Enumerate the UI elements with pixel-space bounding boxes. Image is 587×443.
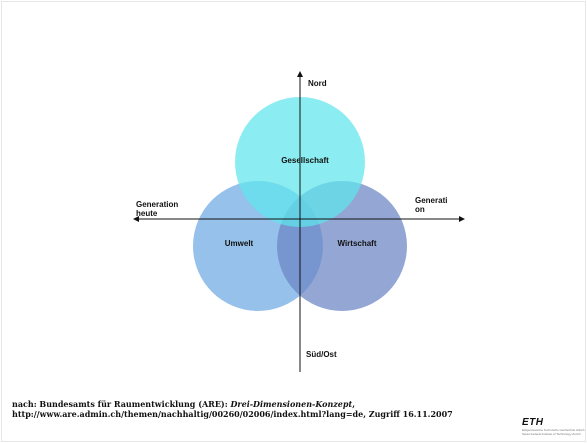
eth-logo-line1: Eidgenössische Technische Hochschule Zür… [522, 428, 585, 432]
circle-label-wirtschaft: Wirtschaft [337, 239, 376, 248]
citation: nach: Bundesamts für Raumentwicklung (AR… [12, 399, 482, 419]
citation-title: Drei-Dimensionen-Konzept [230, 399, 353, 409]
circle-label-gesellschaft: Gesellschaft [281, 156, 329, 165]
eth-logo: ETH Eidgenössische Technische Hochschule… [522, 417, 585, 436]
axis-label-west-line1: Generation [136, 200, 178, 209]
citation-suffix: , http://www.are.admin.ch/themen/nachhal… [12, 399, 453, 419]
axis-label-east-line1: Generati [415, 196, 447, 205]
citation-prefix: nach: Bundesamts für Raumentwicklung (AR… [12, 399, 231, 409]
circle-label-umwelt: Umwelt [225, 239, 254, 248]
eth-logo-mark: ETH [522, 417, 544, 428]
axis-label-east-line2: on [415, 205, 425, 214]
axis-label-south: Süd/Ost [306, 350, 337, 359]
axis-label-north: Nord [308, 79, 327, 88]
axis-label-west-line2: heute [136, 209, 158, 218]
eth-logo-line2: Swiss Federal Institute of Technology Zu… [522, 432, 581, 436]
